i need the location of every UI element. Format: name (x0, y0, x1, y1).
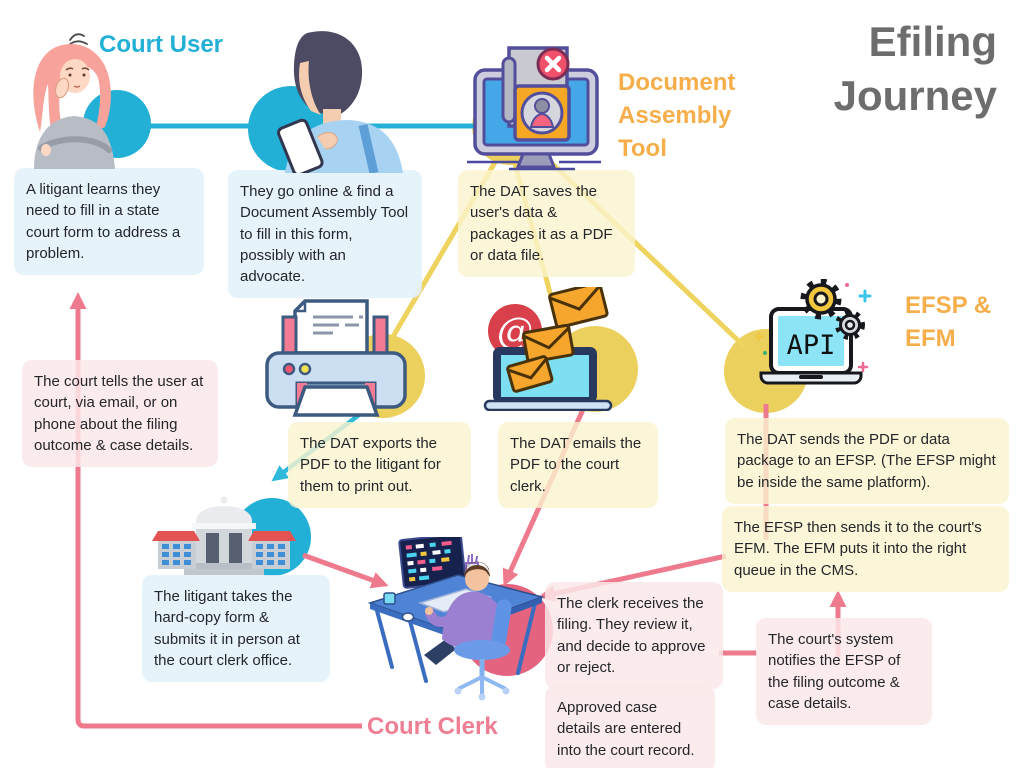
chair-seat (454, 640, 510, 660)
laptop-base (483, 399, 613, 411)
clerk-monitor (398, 537, 467, 589)
document-clip (501, 56, 517, 124)
column-right (229, 533, 242, 563)
desk-legs (374, 597, 538, 683)
sparkle-yellow (755, 331, 764, 342)
stage-label-efsp-efm: EFSP & EFM (905, 289, 991, 355)
stage-label-court-user: Court User (99, 31, 224, 58)
stage-label-dat-line2: Assembly (618, 102, 732, 129)
mug (383, 592, 396, 605)
api-laptop-screen (778, 316, 844, 366)
clerk-legs (424, 639, 456, 665)
arrow-clerk-feedback-to-user (69, 292, 362, 729)
note-dat-emails: The DAT emails the PDF to the court cler… (498, 422, 658, 508)
stage-label-efsp-line2: EFM (905, 325, 956, 352)
mouse (401, 612, 415, 622)
courthouse-center (196, 529, 252, 565)
person-icon (534, 98, 550, 114)
stage-label-dat-line3: Tool (618, 135, 667, 162)
gear-large-icon (800, 279, 842, 320)
chair-back (491, 599, 512, 647)
windows-right (256, 544, 285, 565)
email-icon: @ (483, 287, 613, 411)
page-title-line1: Efiling (868, 18, 997, 65)
litigant-hair (33, 44, 111, 140)
courthouse-dome (196, 506, 252, 527)
stage-label-dat: Document Assembly Tool (618, 66, 735, 165)
printer-icon (265, 299, 407, 417)
column-left (206, 533, 219, 563)
confused-litigant-icon (33, 33, 115, 169)
phone-user-icon (277, 31, 403, 173)
sparkle-pink (857, 361, 869, 373)
courthouse-icon (152, 496, 296, 575)
roof-right (248, 531, 296, 541)
envelope-1 (548, 287, 609, 329)
page-title: Efiling Journey (757, 15, 997, 123)
stage-label-court-clerk: Court Clerk (367, 713, 498, 740)
arrow-courthouse-to-clerk (302, 552, 389, 589)
court-clerk-icon (367, 537, 545, 701)
smartphone (277, 118, 324, 173)
hand-on-cheek (54, 77, 70, 99)
api-icon: API (755, 279, 872, 385)
sparkle-cyan (858, 289, 872, 303)
user-hand (316, 132, 338, 150)
printer-light-yellow (298, 362, 312, 376)
printer-side-tab-left (281, 315, 298, 357)
note-system-notifies: The court's system notifies the EFSP of … (756, 618, 932, 726)
page-title-line2: Journey (833, 72, 997, 119)
clerk-hair (464, 561, 490, 577)
chair-base (457, 675, 507, 695)
printer-side-tab-right (372, 315, 389, 357)
clerk-shirt (442, 591, 507, 650)
note-dat-exports: The DAT exports the PDF to the litigant … (288, 422, 471, 508)
note-go-online: They go online & find a Document Assembl… (228, 170, 422, 299)
note-dat-sends: The DAT sends the PDF or data package to… (725, 418, 1009, 504)
output-paper (292, 385, 380, 417)
printer-light-pink (282, 362, 296, 376)
note-efsp-sends: The EFSP then sends it to the court's EF… (722, 506, 1009, 592)
api-screen-text: API (787, 330, 836, 361)
stage-label-dat-line1: Document (618, 69, 736, 96)
note-litigant-takes: The litigant takes the hard-copy form & … (142, 575, 330, 683)
monitor-stand (515, 152, 557, 169)
roof-left (152, 531, 200, 541)
note-litigant-learns: A litigant learns they need to fill in a… (14, 168, 204, 276)
courthouse-steps (184, 569, 264, 575)
note-dat-saves: The DAT saves the user's data & packages… (458, 170, 635, 278)
envelope-3 (506, 355, 554, 393)
clerk-head (465, 567, 489, 591)
litigant-sweater (34, 116, 115, 169)
clerk-arm (425, 608, 457, 627)
document-assembly-icon (467, 46, 601, 171)
user-face-edge (299, 61, 321, 115)
note-approved-case: Approved case details are entered into t… (545, 686, 715, 768)
note-court-tells: The court tells the user at court, via e… (22, 360, 218, 468)
envelope-2 (521, 323, 575, 364)
bag-strap (358, 123, 379, 173)
stage-label-efsp-line1: EFSP & (905, 292, 992, 319)
note-clerk-receives: The clerk receives the filing. They revi… (545, 582, 723, 690)
x-icon (544, 55, 562, 73)
gear-small-icon (835, 310, 865, 340)
windows-left (162, 544, 191, 565)
